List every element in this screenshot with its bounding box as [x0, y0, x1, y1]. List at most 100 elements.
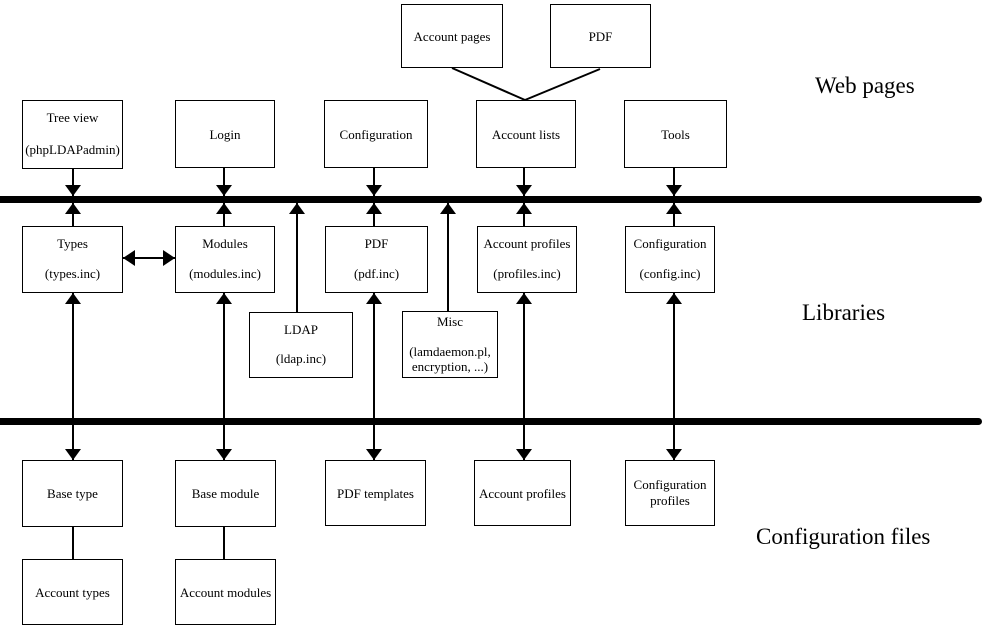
box-ldap: LDAP (ldap.inc) — [249, 312, 353, 378]
box-pdf-lib-line2: (pdf.inc) — [353, 266, 400, 281]
box-account-profiles-lib: Account profiles (profiles.inc) — [477, 226, 577, 293]
box-account-pages: Account pages — [401, 4, 503, 68]
box-tree-view-line1: Tree view — [46, 110, 99, 125]
box-misc-line3: encryption, ...) — [411, 359, 489, 374]
connector-accountlists-bar1 — [523, 168, 525, 196]
box-configuration-profiles-line1: Configuration — [633, 477, 707, 492]
box-misc-line2: (lamdaemon.pl, — [409, 344, 491, 359]
box-misc-line1: Misc — [437, 314, 463, 329]
box-configuration-lib-line1: Configuration — [633, 236, 707, 251]
arrowhead-up-col3-bar1 — [366, 203, 382, 214]
box-configuration-page: Configuration — [324, 100, 428, 168]
box-account-pages-label: Account pages — [413, 28, 491, 44]
arrowhead-down-col3-bar1 — [366, 185, 382, 196]
arrowhead-up-col2-bar1 — [216, 203, 232, 214]
connector-bar1-configlib — [673, 203, 675, 226]
box-ldap-line1: LDAP — [284, 322, 318, 337]
arrowhead-down-col4-bar1 — [516, 185, 532, 196]
connector-bar1-types — [72, 203, 74, 226]
box-modules-line2: (modules.inc) — [189, 266, 261, 281]
box-pdf-pages-label: PDF — [588, 28, 613, 44]
box-modules: Modules (modules.inc) — [175, 226, 275, 293]
box-types: Types (types.inc) — [22, 226, 123, 293]
box-account-profiles-cfg: Account profiles — [474, 460, 571, 526]
box-tools: Tools — [624, 100, 727, 168]
arrowhead-up-profileslib-bottom — [516, 293, 532, 304]
box-configuration-lib: Configuration (config.inc) — [625, 226, 715, 293]
layer-label-libraries: Libraries — [802, 300, 886, 325]
box-login-label: Login — [209, 126, 241, 142]
vee-connector — [451, 67, 601, 101]
box-base-type-label: Base type — [47, 486, 98, 501]
arrowhead-up-col4-bar1 — [516, 203, 532, 214]
box-account-lists-label: Account lists — [491, 126, 561, 142]
box-account-modules-label: Account modules — [179, 584, 272, 600]
box-pdf-templates-label: PDF templates — [337, 485, 414, 501]
arrowhead-up-pdflib-bottom — [366, 293, 382, 304]
connector-pdflib-pdftemplates — [373, 293, 375, 460]
box-ldap-line2: (ldap.inc) — [275, 351, 327, 366]
connector-bar1-modules — [223, 203, 225, 226]
connector-profileslib-profilescfg — [523, 293, 525, 460]
box-tree-view-line2: (phpLDAPadmin) — [25, 142, 120, 157]
connector-misc-bar1 — [447, 203, 449, 311]
arrowhead-up-configlib-bottom — [666, 293, 682, 304]
box-types-line1: Types — [57, 236, 88, 251]
connector-bar1-profileslib — [523, 203, 525, 226]
box-pdf-lib: PDF (pdf.inc) — [325, 226, 428, 293]
box-pdf-lib-line1: PDF — [364, 236, 389, 251]
connector-types-basetype — [72, 293, 74, 460]
connector-basetype-accounttypes — [72, 527, 74, 559]
layer-bar-libraries-config — [0, 418, 982, 425]
box-configuration-profiles: Configuration profiles — [625, 460, 715, 526]
arrowhead-down-profilescfg-top — [516, 449, 532, 460]
box-account-types-label: Account types — [35, 584, 110, 600]
arrowhead-down-col1-bar1 — [65, 185, 81, 196]
connector-types-modules — [123, 257, 175, 259]
connector-configpage-bar1 — [373, 168, 375, 196]
box-base-module: Base module — [175, 460, 276, 527]
box-configuration-page-label: Configuration — [339, 126, 413, 142]
arrowhead-up-ldap-bar1 — [289, 203, 305, 214]
connector-configlib-configprofiles — [673, 293, 675, 460]
arrowhead-down-col5-bar1 — [666, 185, 682, 196]
layer-label-configuration-files: Configuration files — [756, 524, 931, 549]
arrowhead-up-modules-bottom — [216, 293, 232, 304]
box-login: Login — [175, 100, 275, 168]
connector-login-bar1 — [223, 168, 225, 196]
arrowhead-down-pdftemplates-top — [366, 449, 382, 460]
box-base-module-label: Base module — [191, 486, 260, 501]
box-account-modules: Account modules — [175, 559, 276, 625]
layer-label-web-pages: Web pages — [815, 73, 915, 98]
box-account-profiles-cfg-label: Account profiles — [478, 485, 566, 501]
box-account-profiles-lib-line2: (profiles.inc) — [493, 266, 561, 281]
arrowhead-up-misc-bar1 — [440, 203, 456, 214]
box-pdf-templates: PDF templates — [325, 460, 426, 526]
box-modules-line1: Modules — [202, 236, 248, 251]
box-configuration-profiles-line2: profiles — [650, 493, 690, 508]
box-types-line2: (types.inc) — [44, 266, 101, 281]
arrowhead-up-types-bottom — [65, 293, 81, 304]
arrowhead-down-basetype-top — [65, 449, 81, 460]
arrowhead-up-col1-bar1 — [65, 203, 81, 214]
arrowhead-down-basemodule-top — [216, 449, 232, 460]
box-account-types: Account types — [22, 559, 123, 625]
arrowhead-down-col2-bar1 — [216, 185, 232, 196]
box-misc: Misc (lamdaemon.pl, encryption, ...) — [402, 311, 498, 378]
connector-treeview-bar1 — [72, 168, 74, 196]
connector-tools-bar1 — [673, 168, 675, 196]
arrowhead-down-configprofiles-top — [666, 449, 682, 460]
arrowhead-up-col5-bar1 — [666, 203, 682, 214]
box-account-lists: Account lists — [476, 100, 576, 168]
connector-modules-basemodule — [223, 293, 225, 460]
box-account-profiles-lib-line1: Account profiles — [483, 236, 571, 251]
arrowhead-left-types — [123, 250, 135, 266]
connector-basemodule-accountmodules — [223, 527, 225, 559]
box-configuration-lib-line2: (config.inc) — [639, 266, 701, 281]
connector-ldap-bar1 — [296, 203, 298, 312]
arrowhead-right-modules — [163, 250, 175, 266]
box-tree-view: Tree view (phpLDAPadmin) — [22, 100, 123, 169]
box-misc-lines: (lamdaemon.pl, encryption, ...) — [409, 344, 491, 374]
box-pdf-pages: PDF — [550, 4, 651, 68]
